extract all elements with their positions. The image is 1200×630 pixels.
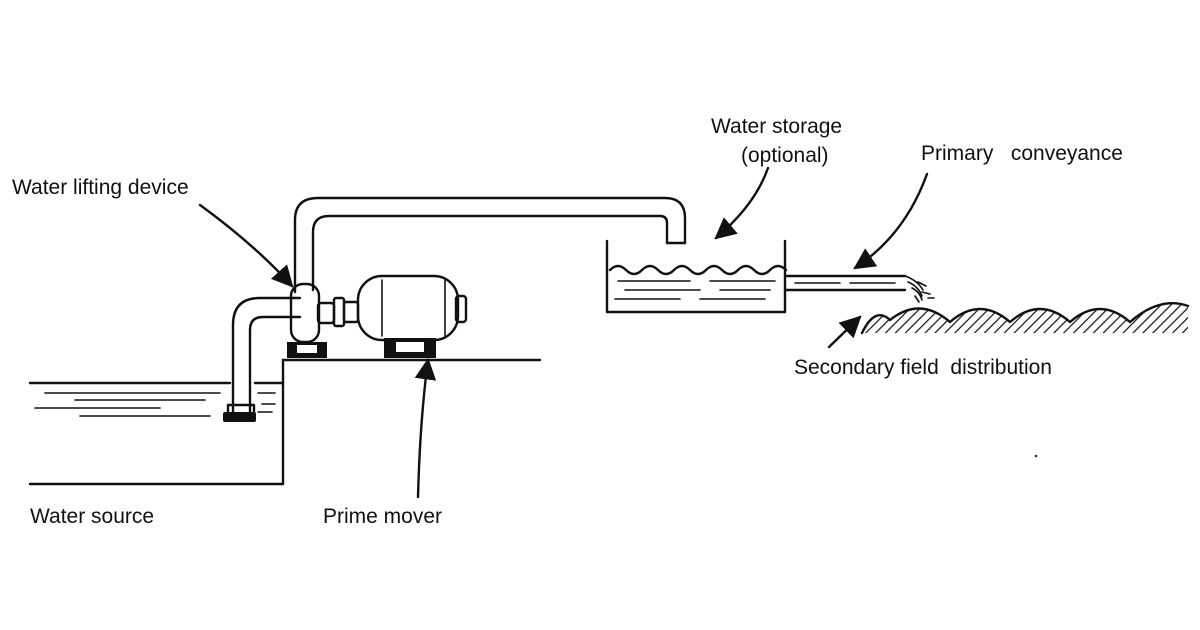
arrow-water-storage bbox=[714, 166, 770, 240]
water-lifting-device-pump bbox=[287, 282, 360, 358]
label-prime-mover: Prime mover bbox=[323, 505, 443, 528]
suction-pipe bbox=[223, 296, 302, 422]
label-primary-conveyance: Primary conveyance bbox=[921, 142, 1123, 165]
secondary-field-furrows bbox=[860, 302, 1190, 335]
prime-mover-motor bbox=[356, 274, 468, 358]
scan-speck bbox=[1034, 454, 1038, 458]
arrow-secondary-field-distribution bbox=[827, 315, 862, 349]
water-storage-tank bbox=[605, 239, 788, 314]
label-water-lifting-device: Water lifting device bbox=[12, 176, 189, 199]
label-water-storage: Water storage bbox=[711, 115, 843, 138]
arrow-primary-conveyance bbox=[853, 172, 929, 270]
arrow-water-lifting-device bbox=[198, 203, 294, 288]
water-source-pond bbox=[28, 381, 285, 486]
arrow-prime-mover bbox=[414, 357, 437, 499]
primary-conveyance-channel bbox=[783, 274, 935, 303]
delivery-pipe bbox=[293, 196, 687, 294]
label-secondary-field-distribution: Secondary field distribution bbox=[794, 356, 1052, 379]
label-water-source: Water source bbox=[30, 505, 155, 528]
label-water-storage-optional: (optional) bbox=[741, 144, 829, 167]
pump-bank-ground bbox=[281, 358, 542, 486]
